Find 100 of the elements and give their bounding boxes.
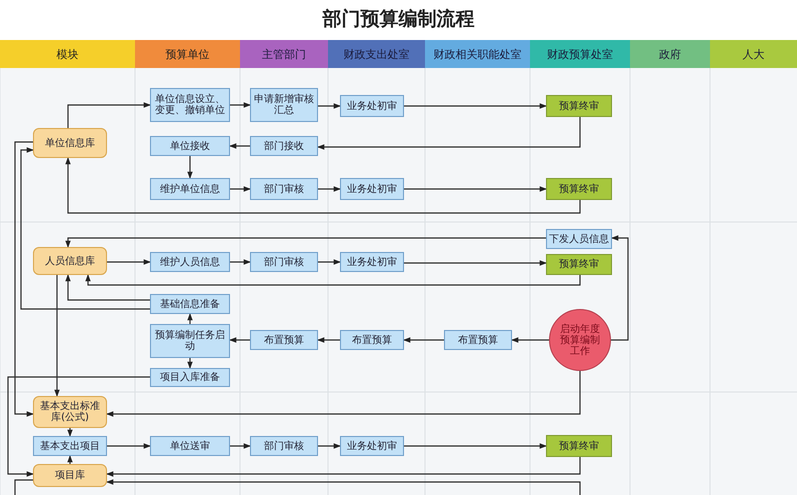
lane-header: 政府 xyxy=(630,40,710,68)
lane-header: 财政支出处室 xyxy=(328,40,425,68)
approval-box xyxy=(546,435,612,457)
node-label: 单位送审 xyxy=(170,440,210,452)
process-box xyxy=(340,252,404,272)
approval-box xyxy=(546,95,612,117)
process-box xyxy=(33,436,107,456)
connector-arrow xyxy=(230,259,251,265)
process-box xyxy=(150,324,230,358)
connector-arrow xyxy=(65,157,581,214)
process-box xyxy=(340,330,404,350)
diagram-title: 部门预算编制流程 xyxy=(321,7,476,32)
node-label: 维护人员信息 xyxy=(160,256,220,268)
connector-arrow xyxy=(404,260,547,266)
process-box xyxy=(150,368,230,387)
connector-arrow xyxy=(7,376,150,477)
connector-arrow xyxy=(65,274,150,301)
connector-arrow xyxy=(404,443,547,449)
connector-arrow xyxy=(65,237,546,248)
lane-header: 模块 xyxy=(0,40,135,68)
connector-arrow xyxy=(404,103,547,109)
connector-arrow xyxy=(317,337,340,343)
approval-box xyxy=(546,178,612,200)
node-label: 部门审核 xyxy=(264,184,304,194)
connector-arrow xyxy=(318,443,341,449)
connector-arrow xyxy=(54,275,60,397)
process-box xyxy=(250,136,318,156)
node-label: 预算编制任务启动 xyxy=(154,330,226,352)
process-box xyxy=(250,252,318,272)
process-box xyxy=(250,330,318,350)
process-box xyxy=(150,136,230,156)
node-label: 单位信息设立、变更、撤销单位 xyxy=(154,94,226,116)
node-label: 业务处初审 xyxy=(347,184,397,194)
node-label: 布置预算 xyxy=(264,334,304,346)
connector-arrow xyxy=(107,443,151,449)
connector-arrow xyxy=(20,147,150,310)
connector-arrow xyxy=(106,479,581,495)
node-label: 业务处初审 xyxy=(347,100,397,112)
connector-arrow xyxy=(187,156,193,179)
connector-arrow xyxy=(14,479,33,495)
node-label: 业务处初审 xyxy=(347,256,397,268)
connector-arrow xyxy=(85,274,581,286)
connector-arrow xyxy=(106,457,581,477)
node-label: 预算终审 xyxy=(559,100,599,112)
process-box xyxy=(444,330,512,350)
process-box xyxy=(150,178,230,200)
process-box xyxy=(150,252,230,272)
process-box xyxy=(340,95,404,117)
node-label: 下发人员信息 xyxy=(549,234,609,244)
connector-arrow xyxy=(318,103,341,109)
process-box xyxy=(150,436,230,456)
connector-arrow xyxy=(318,186,341,192)
lane-header: 财政相关职能处室 xyxy=(425,40,530,68)
lane-header: 人大 xyxy=(710,40,797,68)
database-box xyxy=(33,396,107,428)
node-label: 基本支出标准库(公式) xyxy=(39,401,101,423)
node-label: 基本支出项目 xyxy=(40,440,100,452)
node-label: 启动年度预算编制工作 xyxy=(559,324,601,356)
connector-arrow xyxy=(403,337,444,343)
connector-arrow xyxy=(317,117,581,150)
connector-arrow xyxy=(187,313,193,324)
lane-header: 财政预算处室 xyxy=(530,40,630,68)
node-label: 部门审核 xyxy=(264,440,304,452)
node-label: 单位接收 xyxy=(170,140,210,152)
connector-arrow xyxy=(67,102,151,128)
connector-arrow xyxy=(187,358,193,369)
approval-box xyxy=(546,254,612,275)
node-label: 人员信息库 xyxy=(45,256,95,266)
connector-arrow xyxy=(229,143,250,149)
node-label: 项目入库准备 xyxy=(160,372,220,383)
connector-arrow xyxy=(511,337,549,343)
connector-arrow xyxy=(107,259,151,265)
node-label: 维护单位信息 xyxy=(160,184,220,194)
process-box xyxy=(340,436,404,456)
node-label: 预算终审 xyxy=(559,259,599,270)
database-box xyxy=(33,128,107,158)
connector-arrow xyxy=(230,443,251,449)
connector-arrow xyxy=(106,371,581,417)
connector-arrow xyxy=(230,102,251,108)
lane-header: 预算单位 xyxy=(135,40,240,68)
node-label: 申请新增审核汇总 xyxy=(253,94,315,116)
node-label: 预算终审 xyxy=(559,184,599,194)
database-box xyxy=(33,464,107,487)
process-box xyxy=(340,178,404,200)
node-label: 布置预算 xyxy=(352,334,392,346)
connector-arrow xyxy=(67,428,73,437)
node-label: 业务处初审 xyxy=(347,440,397,452)
process-box xyxy=(150,88,230,122)
connector-arrow xyxy=(318,259,341,265)
connector-arrow xyxy=(67,455,73,464)
process-box xyxy=(546,229,612,249)
node-label: 部门审核 xyxy=(264,256,304,268)
lane-header: 主管部门 xyxy=(240,40,328,68)
connector-arrow xyxy=(229,337,250,343)
process-box xyxy=(250,436,318,456)
connector-arrow xyxy=(611,235,629,341)
process-box xyxy=(250,178,318,200)
database-box xyxy=(33,247,107,275)
node-label: 单位信息库 xyxy=(45,138,95,148)
connector-arrow xyxy=(14,141,34,417)
